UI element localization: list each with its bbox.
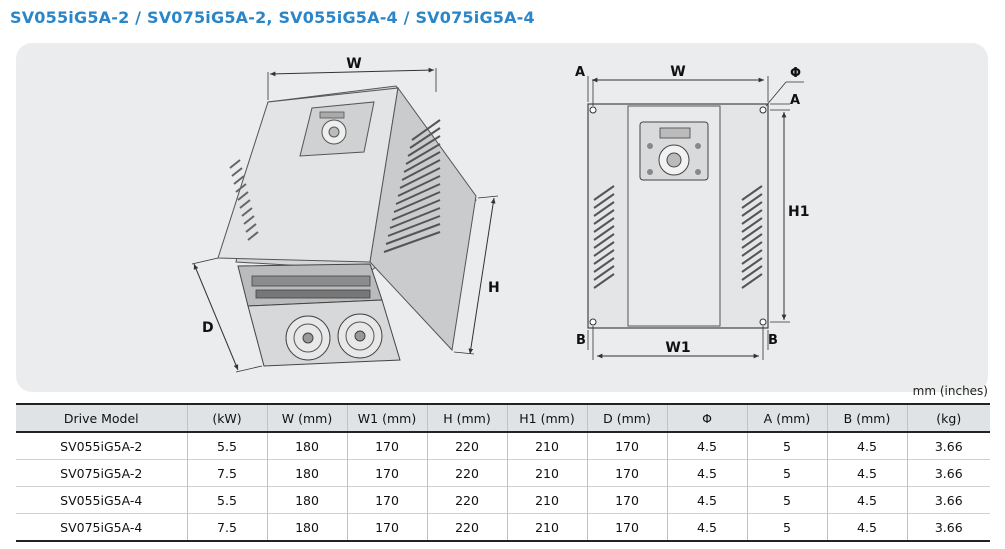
header-h1: H1 (mm) [506,404,587,432]
cell-h1: 210 [506,513,587,541]
cell-a: 5 [746,432,827,460]
table-row: SV075iG5A-2 7.5 180 170 220 210 170 4.5 … [16,459,990,487]
cell-w1: 170 [346,432,427,460]
drive-isometric-view: W H D [191,56,500,373]
cell-d: 170 [586,432,667,460]
cell-kg: 3.66 [906,486,990,514]
table-row: SV075iG5A-4 7.5 180 170 220 210 170 4.5 … [16,513,990,541]
cell-kw: 7.5 [186,459,267,487]
header-w1: W1 (mm) [346,404,427,432]
cell-w1: 170 [346,486,427,514]
cell-a: 5 [746,513,827,541]
header-kw: (kW) [186,404,267,432]
drawing-panel [16,43,988,392]
dim-d-label: D [202,320,214,336]
header-phi: Φ [666,404,747,432]
cell-model: SV055iG5A-2 [60,438,143,454]
cell-model: SV055iG5A-4 [60,492,143,508]
cell-kw: 5.5 [186,486,267,514]
spec-table: Drive Model (kW) W (mm) W1 (mm) H (mm) H… [16,403,990,542]
cell-a: 5 [746,459,827,487]
cell-model: SV075iG5A-2 [60,465,143,481]
cell-d: 170 [586,486,667,514]
cell-kw: 7.5 [186,513,267,541]
table-header-row: Drive Model (kW) W (mm) W1 (mm) H (mm) H… [16,404,990,432]
cell-a: 5 [746,486,827,514]
cell-b: 4.5 [826,459,907,487]
dimension-drawings: W H D [191,56,809,373]
cell-b: 4.5 [826,513,907,541]
cell-phi: 4.5 [666,486,747,514]
unit-note: mm (inches) [912,384,988,398]
header-b: B (mm) [826,404,907,432]
header-h: H (mm) [426,404,507,432]
drive-front-view: W A Φ A H1 W1 B B [575,64,809,360]
cell-d: 170 [586,513,667,541]
dim-b-label-left: B [576,333,586,348]
cell-h: 220 [426,459,507,487]
dim-a-label-right: A [790,93,800,108]
cell-kg: 3.66 [906,459,990,487]
cell-w: 180 [266,486,347,514]
header-a: A (mm) [746,404,827,432]
dim-h-label: H [488,280,500,296]
cell-d: 170 [586,459,667,487]
dim-phi-label: Φ [790,66,801,81]
header-d: D (mm) [586,404,667,432]
dim-h1-label: H1 [788,204,809,220]
cell-kw: 5.5 [186,432,267,460]
dim-w1-label: W1 [665,340,690,356]
cell-b: 4.5 [826,432,907,460]
cell-h1: 210 [506,432,587,460]
cell-kg: 3.66 [906,432,990,460]
cell-phi: 4.5 [666,513,747,541]
table-row: SV055iG5A-4 5.5 180 170 220 210 170 4.5 … [16,486,990,514]
cell-b: 4.5 [826,486,907,514]
front-dim-w-label: W [670,64,685,80]
dim-w-label: W [346,56,361,72]
cell-w: 180 [266,432,347,460]
cell-h: 220 [426,486,507,514]
cell-model: SV075iG5A-4 [60,519,143,535]
cell-w1: 170 [346,459,427,487]
header-kg: (kg) [906,404,990,432]
cell-w1: 170 [346,513,427,541]
cell-kg: 3.66 [906,513,990,541]
dim-a-label-top: A [575,65,585,80]
cell-h: 220 [426,432,507,460]
cell-phi: 4.5 [666,432,747,460]
table-row: SV055iG5A-2 5.5 180 170 220 210 170 4.5 … [16,432,990,460]
cell-w: 180 [266,513,347,541]
header-w: W (mm) [266,404,347,432]
header-drive-model: Drive Model [63,410,139,426]
cell-h1: 210 [506,486,587,514]
dim-b-label-right: B [768,333,778,348]
cell-phi: 4.5 [666,459,747,487]
cell-h: 220 [426,513,507,541]
cell-h1: 210 [506,459,587,487]
cell-w: 180 [266,459,347,487]
page-title: SV055iG5A-2 / SV075iG5A-2, SV055iG5A-4 /… [10,8,535,27]
